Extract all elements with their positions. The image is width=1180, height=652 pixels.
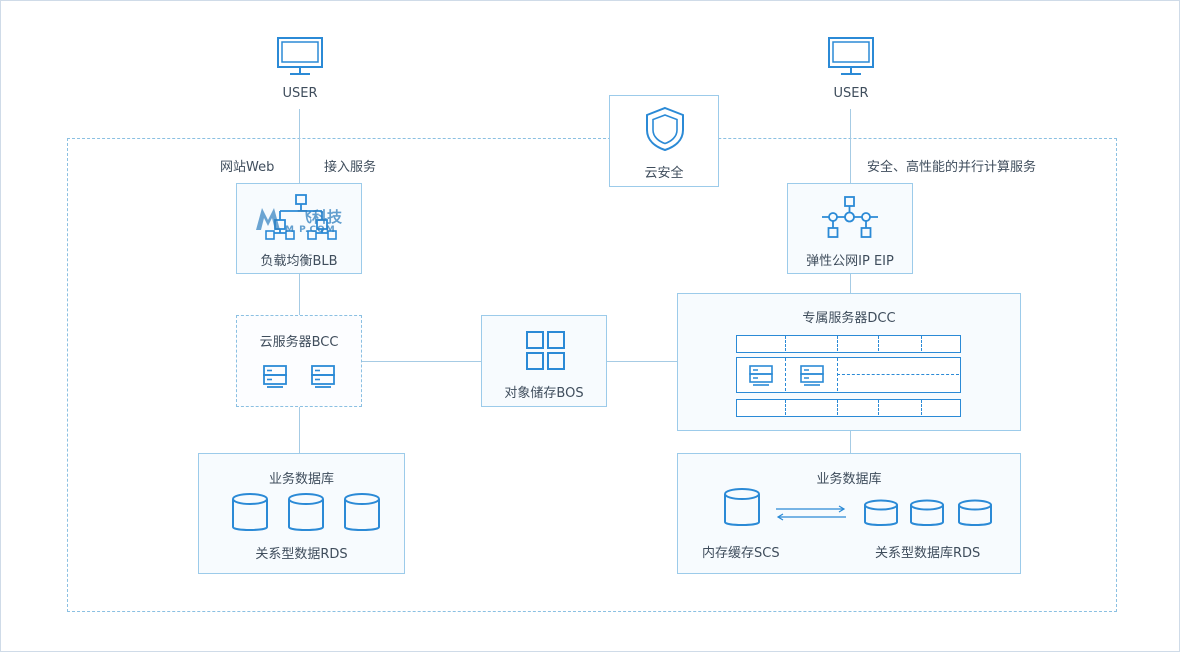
rack-divider: [785, 358, 786, 391]
user-left-label: USER: [282, 86, 318, 101]
database-icon: [724, 488, 760, 526]
rack-divider: [837, 336, 838, 351]
rack-divider: [878, 400, 879, 415]
cloud-security-box[interactable]: 云安全: [609, 95, 719, 187]
rack-divider: [878, 336, 879, 351]
shield-icon: [646, 106, 684, 152]
cloud-security-label: 云安全: [644, 166, 684, 181]
connector-user-right-eip: [850, 109, 851, 183]
database-icon: [910, 499, 944, 526]
business-db-left-title: 业务数据库: [268, 472, 334, 487]
scs-caption: 内存缓存SCS: [702, 546, 780, 561]
rds-right-caption: 关系型数据库RDS: [875, 546, 981, 561]
blb-label: 负载均衡BLB: [260, 254, 338, 269]
connector-bcc-bos: [361, 361, 481, 362]
bcc-label: 云服务器BCC: [259, 335, 339, 350]
bcc-box[interactable]: 云服务器BCC: [236, 315, 362, 407]
rack-divider: [921, 400, 922, 415]
business-db-right-box[interactable]: 业务数据库 内存缓存SCS 关系型数据库RDS: [677, 453, 1021, 574]
eip-box[interactable]: 弹性公网IP EIP: [787, 183, 913, 274]
rack-row: [736, 399, 961, 417]
database-icon: [958, 499, 992, 526]
database-icon: [344, 493, 380, 531]
bos-label: 对象储存BOS: [504, 386, 584, 401]
watermark-cn: 飞科技: [297, 208, 343, 226]
watermark-en: M P.COM: [285, 225, 336, 235]
monitor-icon: [828, 37, 874, 75]
rack-row: [736, 335, 961, 353]
dcc-box[interactable]: 专属服务器DCC: [677, 293, 1021, 431]
rack-divider: [785, 336, 786, 351]
server-icon: [311, 365, 335, 388]
monitor-icon: [277, 37, 323, 75]
database-icon: [232, 493, 268, 531]
watermark-logo-icon: [256, 208, 280, 230]
connector-dcc-db: [850, 431, 851, 453]
connector-bcc-db: [299, 406, 300, 453]
sync-arrows-icon: [776, 505, 846, 521]
server-icon: [263, 365, 287, 388]
rack-divider: [837, 374, 959, 375]
database-icon: [288, 493, 324, 531]
bos-box[interactable]: 对象储存BOS: [481, 315, 607, 407]
database-icon: [864, 499, 898, 526]
rack-divider: [785, 400, 786, 415]
access-label: 接入服务: [324, 160, 377, 175]
dcc-label: 专属服务器DCC: [802, 311, 896, 326]
blb-box[interactable]: 飞科技 M P.COM 负载均衡BLB: [236, 183, 362, 274]
rack-divider: [921, 336, 922, 351]
connector-user-left-blb: [299, 109, 300, 183]
user-right-label: USER: [833, 86, 869, 101]
server-icon: [749, 365, 773, 386]
network-hub-icon: [822, 196, 878, 238]
eip-label: 弹性公网IP EIP: [806, 254, 894, 269]
rack-divider: [837, 400, 838, 415]
connector-blb-bcc: [299, 274, 300, 315]
server-icon: [800, 365, 824, 386]
rds-left-caption: 关系型数据RDS: [255, 547, 348, 562]
connector-bos-dcc: [607, 361, 677, 362]
rack-row-servers: [736, 357, 961, 393]
business-db-right-title: 业务数据库: [816, 472, 882, 487]
grid-blocks-icon: [526, 331, 565, 370]
website-label: 网站Web: [220, 160, 275, 175]
business-db-left-box[interactable]: 业务数据库 关系型数据RDS: [198, 453, 405, 574]
connector-eip-dcc: [850, 274, 851, 293]
secure-compute-label: 安全、高性能的并行计算服务: [867, 160, 1037, 175]
cloud-boundary: [67, 138, 1117, 612]
